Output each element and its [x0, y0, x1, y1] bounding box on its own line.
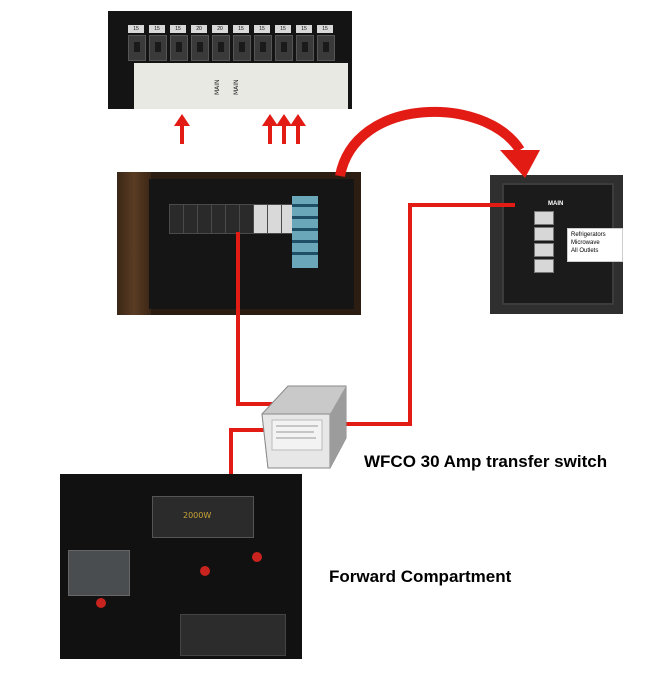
breaker-rating-label: 15 [296, 25, 312, 33]
indicator-arrow-up [174, 114, 190, 144]
fuse-bus-bar [292, 196, 318, 268]
battery-disconnect-knob [200, 566, 210, 576]
breaker [170, 35, 188, 61]
breaker [317, 35, 335, 61]
indicator-arrow-up [262, 114, 278, 144]
sub-breaker [534, 227, 554, 241]
breaker [128, 35, 146, 61]
legend-item-refrigerators: Refrigerators [571, 232, 606, 238]
sub-breaker [534, 211, 554, 225]
battery-disconnect-knob [96, 598, 106, 608]
sub-breaker [534, 259, 554, 273]
breaker-rating-label: 15 [317, 25, 333, 33]
indicator-arrow-up [276, 114, 292, 144]
breaker [275, 35, 293, 61]
charge-controller [68, 550, 130, 596]
legend-item-microwave: Microwave [571, 240, 600, 246]
breaker-rating-label: 20 [212, 25, 228, 33]
breaker-rating-label: 15 [170, 25, 186, 33]
wire-compartment-to-switch [229, 428, 268, 474]
breaker-rating-label: 15 [233, 25, 249, 33]
breaker [296, 35, 314, 61]
breaker [212, 35, 230, 61]
sub-breaker [534, 243, 554, 257]
breaker-rating-label: 15 [149, 25, 165, 33]
breaker-rating-label: 15 [275, 25, 291, 33]
breaker [254, 35, 272, 61]
breaker [233, 35, 251, 61]
legend-item-all-outlets: All Outlets [571, 248, 599, 254]
wood-wall [117, 172, 151, 315]
transfer-switch-caption: WFCO 30 Amp transfer switch [364, 452, 608, 471]
panel-enclosure [149, 179, 354, 309]
wire-main-to-switch [236, 232, 275, 406]
sub-panel-circuit-legend: Refrigerators Microwave All Outlets [567, 228, 623, 262]
curved-arrow-to-subpanel [335, 106, 525, 178]
inverter: 2000W [152, 496, 254, 538]
sub-panel-main-label: MAIN [548, 201, 564, 207]
forward-compartment-photo: 2000W [60, 474, 302, 659]
curved-arrow-head [500, 150, 540, 178]
breaker-rating-label: 20 [191, 25, 207, 33]
indicator-arrow-up [290, 114, 306, 144]
breaker-label-strip [134, 63, 348, 109]
battery [180, 614, 286, 656]
breaker [191, 35, 209, 61]
breaker-rating-label: 15 [254, 25, 270, 33]
wire-switch-to-subpanel [344, 203, 515, 426]
breaker [149, 35, 167, 61]
transfer-switch-photo [261, 385, 347, 469]
breaker-rating-label: 15 [128, 25, 144, 33]
battery-disconnect-knob [252, 552, 262, 562]
forward-compartment-caption: Forward Compartment [329, 567, 512, 586]
